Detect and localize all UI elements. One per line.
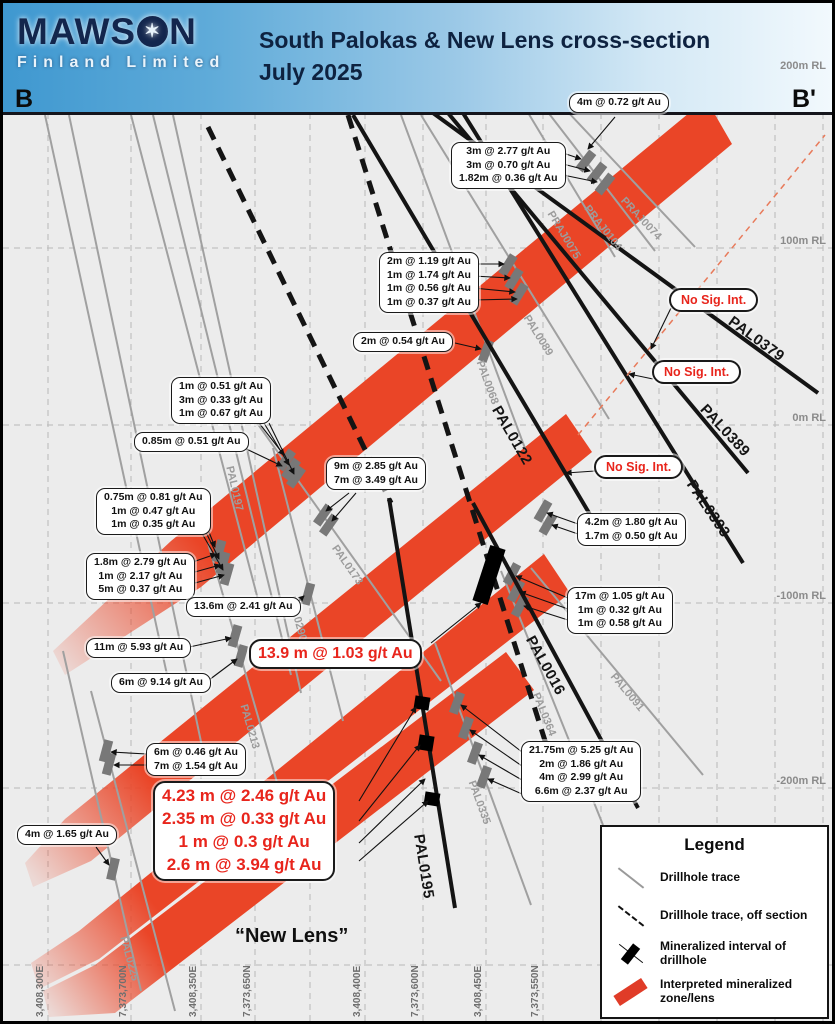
callout-arrow xyxy=(454,342,482,351)
drillhole-trace-icon xyxy=(612,863,650,893)
drillhole-trace xyxy=(68,114,209,776)
projected-trace-red-dashed xyxy=(577,134,826,436)
callout-arrow xyxy=(562,152,582,161)
new-lens-label: “New Lens” xyxy=(235,925,349,947)
callout-arrows-layer xyxy=(95,116,672,866)
mineralized-zone-icon xyxy=(612,977,650,1007)
star-glyph: ✶ xyxy=(144,21,162,42)
callout-arrow xyxy=(562,174,598,185)
callout-arrow xyxy=(478,754,523,781)
header: MAWS ✶ N Finland Limited South Palokas & N… xyxy=(3,3,832,115)
gray-interval-marker xyxy=(98,739,114,763)
mineralized-interval-marker xyxy=(413,695,431,711)
gray-interval-marker xyxy=(458,716,474,740)
gray-interval-marker xyxy=(594,172,616,196)
figure-subtitle: July 2025 xyxy=(259,58,363,85)
gray-interval-marker xyxy=(476,765,492,789)
gray-interval-marker xyxy=(575,149,597,173)
callout-arrow xyxy=(546,511,579,525)
offsection-drillhole-trace xyxy=(345,114,566,799)
offsection-trace-icon xyxy=(612,901,650,931)
figure-title-block: South Palokas & New Lens cross-section J… xyxy=(259,27,710,89)
callout-arrow xyxy=(325,492,350,512)
callout-arrow xyxy=(650,307,672,350)
legend-item-label: Drillhole trace xyxy=(660,870,741,885)
gray-interval-marker xyxy=(498,253,518,277)
legend-item: Mineralized interval of drillhole xyxy=(612,939,817,969)
logo-subtitle: Finland Limited xyxy=(17,54,226,71)
mineralized-interval-marker xyxy=(417,734,435,752)
mineralized-interval-icon xyxy=(612,939,650,969)
mineralized-interval-marker xyxy=(472,544,506,606)
legend-item: Interpreted mineralized zone/lens xyxy=(612,977,817,1007)
callout-arrow xyxy=(204,658,238,684)
section-marker-b-prime: B' xyxy=(792,85,816,113)
callout-arrow xyxy=(551,523,579,535)
offsection-drillhole-trace xyxy=(205,125,394,505)
callout-arrow xyxy=(523,604,569,621)
drillhole-trace xyxy=(172,114,302,694)
callout-arrow xyxy=(519,590,569,610)
gray-interval-marker xyxy=(286,465,306,489)
callout-arrow xyxy=(331,492,357,522)
section-marker-b: B xyxy=(15,85,34,113)
drillhole-trace xyxy=(566,110,696,248)
gray-interval-marker xyxy=(101,752,117,776)
legend-title: Legend xyxy=(684,835,745,854)
legend-item-label: Mineralized interval of drillhole xyxy=(660,939,787,967)
mineralized-zone xyxy=(53,99,732,675)
drillhole-trace-bold xyxy=(351,113,597,525)
callout-arrow xyxy=(460,704,523,753)
callout-arrow xyxy=(587,116,616,150)
logo-text-post: N xyxy=(169,11,197,52)
logo-star-icon: ✶ xyxy=(137,16,169,47)
callout-arrow xyxy=(179,635,232,650)
logo-text-pre: MAWS xyxy=(17,11,137,52)
gray-interval-marker xyxy=(106,857,120,881)
figure-title: South Palokas & New Lens cross-section xyxy=(259,27,711,53)
gray-interval-marker xyxy=(449,691,465,715)
gray-interval-marker xyxy=(233,644,249,668)
callout-arrow xyxy=(95,846,110,866)
callout-arrow xyxy=(628,371,654,380)
offsection-traces-layer xyxy=(205,114,566,799)
drillhole-trace xyxy=(130,114,262,612)
callout-arrow xyxy=(469,729,523,767)
legend-item: Drillhole trace xyxy=(612,863,817,893)
legend-item-label: Interpreted mineralized zone/lens xyxy=(660,977,793,1005)
callout-arrow xyxy=(358,800,429,862)
callout-arrow xyxy=(562,163,591,173)
gray-interval-marker xyxy=(467,741,483,765)
gray-interval-marker xyxy=(506,579,526,603)
gray-interval-marker xyxy=(227,624,243,648)
gray-interval-marker xyxy=(504,267,524,291)
logo-wordmark: MAWS ✶ N xyxy=(17,13,225,50)
mineralized-interval-marker xyxy=(423,791,441,807)
gray-interval-marker xyxy=(538,512,558,536)
gray-interval-marker xyxy=(533,499,553,523)
gray-interval-marker xyxy=(219,562,235,586)
callout-arrow xyxy=(358,706,417,802)
callout-arrow xyxy=(487,778,523,795)
callout-arrow xyxy=(472,274,511,281)
callout-arrow xyxy=(358,744,421,822)
callout-arrow xyxy=(430,602,482,644)
callout-arrow xyxy=(110,749,148,756)
drillhole-trace xyxy=(224,377,442,682)
callout-arrow xyxy=(515,575,569,599)
callout-arrow xyxy=(472,295,518,303)
legend-item-label: Drillhole trace, off section xyxy=(660,908,808,923)
drillhole-trace xyxy=(62,650,142,992)
callout-arrow xyxy=(565,469,596,476)
mawson-logo: MAWS ✶ N Finland Limited xyxy=(17,13,225,72)
callout-arrow xyxy=(472,287,516,295)
drillhole-trace xyxy=(546,110,656,252)
callout-arrow xyxy=(263,422,290,466)
legend-item: Drillhole trace, off section xyxy=(612,901,817,931)
drillhole-trace xyxy=(530,567,704,776)
callout-arrow xyxy=(358,778,426,844)
callout-arrow xyxy=(268,422,295,475)
